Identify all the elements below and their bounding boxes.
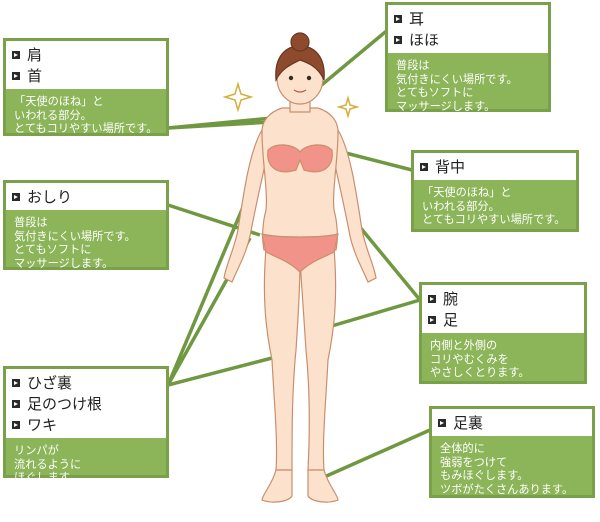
bullet-icon xyxy=(420,162,428,171)
item-label: 足 xyxy=(443,311,459,329)
card-shoulder: 肩 首 「天使のほね」と いわれる部分。 とてもコリやすい場所です。 xyxy=(3,38,169,136)
woman-figure xyxy=(223,32,377,503)
bullet-icon xyxy=(12,399,20,408)
bullet-icon xyxy=(12,192,20,201)
sparkle-icons xyxy=(222,81,360,119)
card-arm-header: 腕 足 xyxy=(422,285,584,333)
card-shoulder-text: 「天使のほね」と いわれる部分。 とてもコリやすい場所です。 xyxy=(14,95,158,135)
item-label: ワキ xyxy=(27,416,58,434)
card-knee-text: リンパが 流れるように ほぐします。 xyxy=(14,444,82,484)
card-sole-header: 足裏 xyxy=(432,409,592,436)
card-shoulder-header: 肩 首 xyxy=(6,41,166,89)
bullet-icon xyxy=(12,71,20,80)
item-label: 肩 xyxy=(27,46,43,64)
card-hip-header: おしり xyxy=(6,183,166,210)
card-sole: 足裏 全体的に 強弱をつけて もみほぐします。 ツボがたくさんあります。 xyxy=(429,406,595,498)
line-ear xyxy=(316,26,392,90)
line-arm-2 xyxy=(317,298,421,332)
bullet-icon xyxy=(428,315,436,324)
card-ear-text: 普段は 気付きにくい場所です。 とてもソフトに マッサージします。 xyxy=(396,59,518,113)
item-label: 耳 xyxy=(409,10,425,28)
bullet-icon xyxy=(12,50,20,59)
card-back-header: 背中 xyxy=(414,153,576,180)
card-arm: 腕 足 内側と外側の コリやむくみを やさしくとります。 xyxy=(419,282,587,384)
item-label: 腕 xyxy=(443,290,459,308)
card-back-text: 「天使のほね」と いわれる部分。 とてもコリやすい場所です。 xyxy=(422,186,566,226)
bullet-icon xyxy=(12,420,20,429)
item-label: 足裏 xyxy=(453,414,484,432)
card-knee-header: ひざ裏 足のつけ根 ワキ xyxy=(6,369,166,438)
bullet-icon xyxy=(438,418,446,427)
line-knee-3 xyxy=(167,356,273,387)
card-back: 背中 「天使のほね」と いわれる部分。 とてもコリやすい場所です。 xyxy=(411,150,579,232)
bullet-icon xyxy=(394,14,402,23)
card-ear-header: 耳 ほほ xyxy=(388,5,548,53)
card-ear: 耳 ほほ 普段は 気付きにくい場所です。 とてもソフトに マッサージします。 xyxy=(385,2,551,113)
card-sole-text: 全体的に 強弱をつけて もみほぐします。 ツボがたくさんあります。 xyxy=(440,442,574,496)
card-knee: ひざ裏 足のつけ根 ワキ リンパが 流れるように ほぐします。 xyxy=(3,366,169,484)
item-label: 首 xyxy=(27,67,43,85)
line-sole xyxy=(321,428,431,480)
bullet-icon xyxy=(12,378,20,387)
card-arm-text: 内側と外側の コリやむくみを やさしくとります。 xyxy=(430,339,530,379)
item-label: ひざ裏 xyxy=(27,374,73,392)
item-label: 足のつけ根 xyxy=(27,395,103,413)
item-label: ほほ xyxy=(409,31,440,49)
bullet-icon xyxy=(394,35,402,44)
item-label: 背中 xyxy=(435,158,466,176)
card-hip-text: 普段は 気付きにくい場所です。 とてもソフトに マッサージします。 xyxy=(14,216,136,270)
bullet-icon xyxy=(428,294,436,303)
item-label: おしり xyxy=(27,188,73,206)
card-hip: おしり 普段は 気付きにくい場所です。 とてもソフトに マッサージします。 xyxy=(3,180,169,270)
